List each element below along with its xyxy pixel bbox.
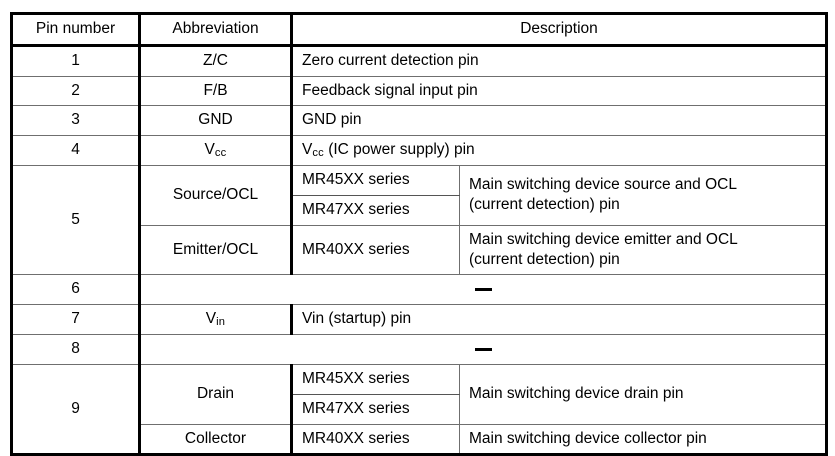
cell-pin-number: 3 xyxy=(11,105,141,137)
em-dash-mark xyxy=(474,287,492,291)
cell-series-mr47xx: MR47XX series xyxy=(291,194,460,226)
table-row: 9 Drain MR45XX series Main switching dev… xyxy=(11,363,827,456)
cell-series-mr45xx: MR45XX series xyxy=(291,165,460,196)
cell-abbreviation-source-ocl: Source/OCL xyxy=(139,165,293,226)
cell-description: GND pin xyxy=(291,105,827,137)
table-row: 6 xyxy=(11,274,827,306)
cell-pin-number: 4 xyxy=(11,135,141,167)
description-tail: (IC power supply) pin xyxy=(323,141,475,159)
vcc-subscript: cc xyxy=(214,147,227,160)
vcc-symbol: V xyxy=(204,141,215,159)
table-row: 2 F/B Feedback signal input pin xyxy=(11,75,827,107)
cell-abbreviation-collector: Collector xyxy=(139,423,293,456)
description-line: Main switching device source and OCL xyxy=(469,176,737,194)
cell-description: Vin (startup) pin xyxy=(291,304,827,336)
cell-pin-number: 8 xyxy=(11,334,141,365)
cell-pin-number: 7 xyxy=(11,304,141,336)
table-row: 3 GND GND pin xyxy=(11,105,827,137)
table-row: MR47XX series xyxy=(12,194,827,226)
cell-series-mr40xx: MR40XX series xyxy=(291,224,460,276)
em-dash-mark xyxy=(474,347,492,351)
table-row: 7 Vin Vin (startup) pin xyxy=(11,304,827,336)
description-line: (current detection) pin xyxy=(469,250,620,268)
column-header-description: Description xyxy=(291,13,827,47)
header-row: Pin number Abbreviation Description xyxy=(11,13,827,47)
table-row: Emitter/OCL MR40XX series Main switching… xyxy=(12,224,827,276)
table-header: Pin number Abbreviation Description xyxy=(11,13,827,47)
description-line: Main switching device emitter and OCL xyxy=(469,230,738,248)
cell-series-mr47xx: MR47XX series xyxy=(291,393,460,425)
cell-description: Feedback signal input pin xyxy=(291,75,827,107)
cell-description-drain: Main switching device drain pin xyxy=(459,363,827,425)
table-row: 1 Z/C Zero current detection pin xyxy=(11,44,827,77)
cell-description-empty xyxy=(139,274,827,306)
cell-abbreviation: Z/C xyxy=(139,44,293,77)
table-row: 4 Vcc Vcc (IC power supply) pin xyxy=(11,135,827,167)
cell-pin-number: 9 xyxy=(11,363,141,456)
cell-series-mr40xx: MR40XX series xyxy=(291,423,460,456)
vcc-symbol: V xyxy=(302,141,313,159)
table-row: 8 xyxy=(11,334,827,365)
column-header-abbreviation: Abbreviation xyxy=(139,13,293,47)
pin-description-table: Pin number Abbreviation Description 1 Z/… xyxy=(10,12,828,456)
vcc-subscript: cc xyxy=(312,147,324,160)
cell-pin-number: 2 xyxy=(11,75,141,107)
cell-description: Vcc (IC power supply) pin xyxy=(291,135,827,167)
cell-abbreviation: Vcc xyxy=(139,135,293,167)
cell-description-emitter-ocl: Main switching device emitter and OCL (c… xyxy=(459,224,827,276)
description-line: (current detection) pin xyxy=(469,195,620,213)
cell-series-mr45xx: MR45XX series xyxy=(291,363,460,395)
cell-abbreviation: Vin xyxy=(139,304,293,336)
column-header-pin-number: Pin number xyxy=(11,13,141,47)
table-row: 5 Source/OCL MR45XX series Main switchin… xyxy=(11,165,827,276)
cell-description: Zero current detection pin xyxy=(291,44,827,77)
cell-description-empty xyxy=(139,334,827,365)
cell-pin-number: 1 xyxy=(11,44,141,77)
vin-symbol: V xyxy=(205,310,217,328)
table-body: 1 Z/C Zero current detection pin 2 F/B F… xyxy=(11,44,827,456)
cell-pin-number: 5 xyxy=(11,165,141,276)
cell-pin-number: 6 xyxy=(11,274,141,306)
cell-abbreviation-emitter-ocl: Emitter/OCL xyxy=(139,224,293,276)
vin-subscript: in xyxy=(216,316,226,329)
cell-abbreviation: GND xyxy=(139,105,293,137)
cell-description-source-ocl: Main switching device source and OCL (cu… xyxy=(459,165,827,226)
cell-abbreviation: F/B xyxy=(139,75,293,107)
pin-description-table-container: Pin number Abbreviation Description 1 Z/… xyxy=(10,12,828,456)
cell-abbreviation-drain: Drain xyxy=(139,363,293,425)
cell-description-collector: Main switching device collector pin xyxy=(459,423,827,456)
